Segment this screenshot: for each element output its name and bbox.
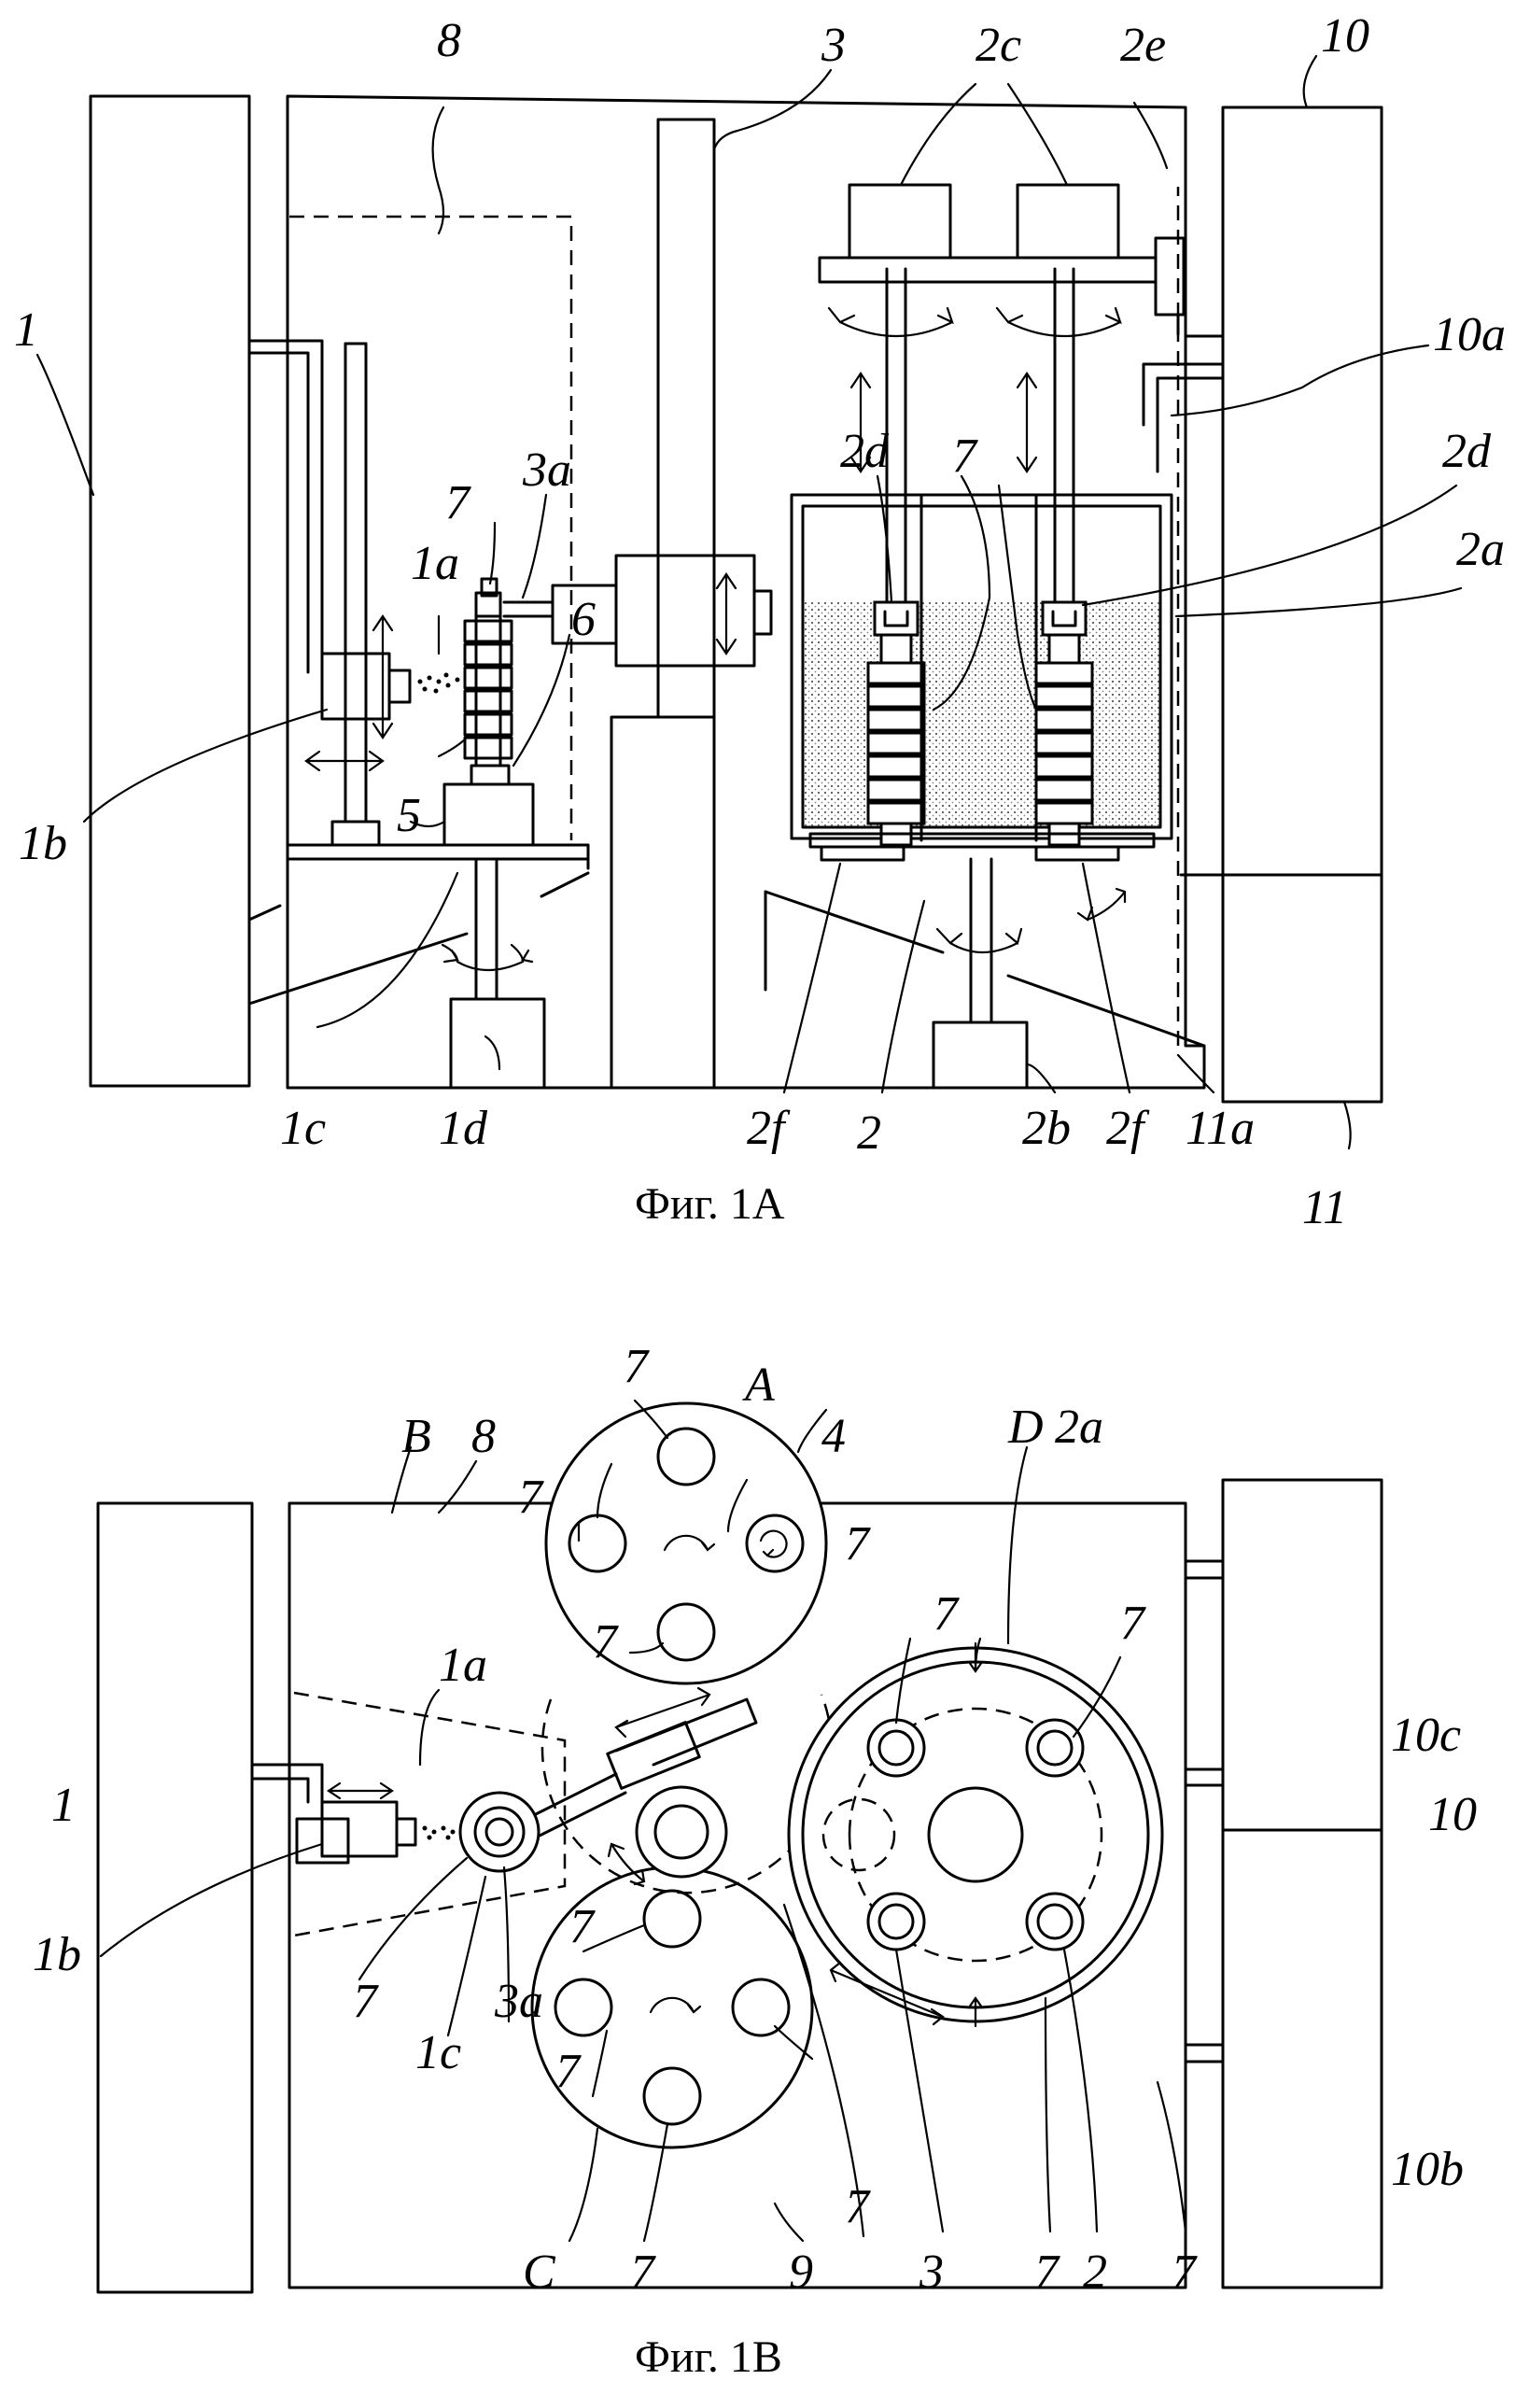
label-1c: 1c [280,1102,326,1155]
label-A: A [742,1359,775,1412]
label-1d: 1d [439,1102,488,1155]
tank-liquid [805,602,1159,826]
label-2f-right: 2f [1106,1102,1150,1155]
label-7-k: 7 [1034,2246,1060,2299]
label-1a: 1a [411,537,459,590]
label-3a: 3a [522,444,571,497]
motor-beam [820,258,1156,282]
label-7-l: 7 [1172,2246,1198,2299]
label-10b: 10b [1391,2143,1464,2196]
label-C: C [523,2246,556,2299]
label-4: 4 [821,1410,846,1463]
label-3: 3 [821,19,846,72]
label-2-top: 2 [1083,2246,1107,2299]
spray-dots [418,673,460,694]
holder-5 [444,784,533,845]
label-8: 8 [437,14,461,67]
label-11a: 11a [1186,1102,1255,1155]
plate-2f-left [821,847,904,860]
label-1: 1 [14,303,38,357]
label-10: 10 [1321,9,1369,63]
label-2a: 2a [1456,523,1505,576]
label-3a-top: 3a [494,1975,543,2028]
motor-2b [933,1022,1027,1088]
unit-10b [1223,1830,1382,2288]
unit-1-cabinet [91,96,249,1086]
actuator-2e [1156,238,1184,315]
caption-fig-1b: Фиг. 1В [635,2332,782,2382]
pipe-inner [249,353,308,672]
motor-1d [451,999,544,1088]
label-2d-left: 2d [840,425,890,478]
robot-arm-3-base [611,717,714,1088]
label-1b-top: 1b [33,1928,81,1981]
label-D: D [1007,1401,1044,1454]
pipe-from-unit-1 [249,341,322,672]
nozzle-1a [389,670,410,702]
tank-2a-top [789,1648,1162,2021]
label-7-e: 7 [593,1615,619,1669]
label-7-i: 7 [845,2180,871,2233]
label-10c: 10c [1391,1709,1461,1762]
label-10-top: 10 [1428,1788,1477,1841]
label-2d-right: 2d [1442,425,1492,478]
label-7-f: 7 [353,1975,379,2028]
robot-arm-3-column [658,120,714,717]
label-7-right: 7 [952,429,978,483]
nozzle-block-1b [322,654,389,719]
label-7-left: 7 [445,476,471,529]
label-3-top: 3 [919,2246,944,2299]
label-10a: 10a [1433,308,1506,361]
label-5: 5 [397,789,421,842]
label-7-a: 7 [518,1471,544,1524]
caption-fig-1a: Фиг. 1А [635,1179,785,1229]
nozzle-block-1b-top [322,1802,397,1856]
label-2b: 2b [1022,1102,1071,1155]
label-7-top: 7 [624,1340,650,1393]
label-7-g: 7 [569,1900,596,1953]
motor-2c-right [1018,185,1118,258]
figure-1a: 1 8 3 2c 2e 10 10a 2d 2d 2a 7 3a 1a 7 6 … [14,9,1506,1234]
label-6: 6 [571,593,596,646]
label-8-top: 8 [471,1410,496,1463]
label-7-d: 7 [1120,1597,1146,1650]
unit-10-cabinet [1223,107,1382,875]
label-B: B [401,1410,431,1463]
unit-1-top [98,1503,252,2292]
label-2: 2 [857,1106,881,1160]
label-7-b: 7 [845,1517,871,1570]
label-2a-top: 2a [1055,1401,1103,1454]
unit-10c [1223,1480,1382,1830]
left-part-stack [465,579,512,766]
label-11: 11 [1302,1181,1347,1234]
label-2f-left: 2f [747,1102,791,1155]
enclosure-8 [289,217,571,840]
label-7-c: 7 [933,1587,960,1641]
label-1b: 1b [19,817,67,870]
figure-1b: 7 A 4 8 B 7 7 D 2a 7 7 1a 7 10c 10 1 1b … [33,1340,1477,2382]
label-9: 9 [789,2246,813,2299]
plate-2f-right [1036,847,1118,860]
unit-11-cabinet [1223,875,1382,1102]
label-7-h: 7 [555,2045,582,2098]
label-1a-top: 1a [439,1639,487,1692]
label-2e: 2e [1120,19,1166,72]
motor-2c-left [849,185,950,258]
label-1c-top: 1c [415,2026,461,2079]
label-1-top: 1 [51,1779,76,1832]
label-2c: 2c [976,19,1021,72]
label-7-j: 7 [630,2246,656,2299]
robot-arm-3-carriage [616,556,754,666]
